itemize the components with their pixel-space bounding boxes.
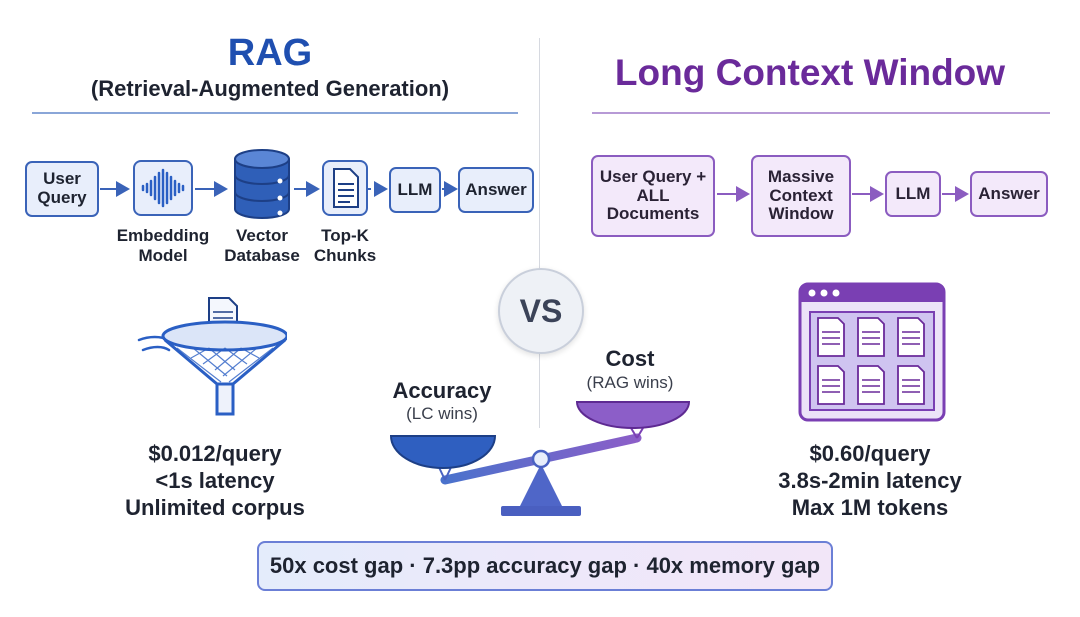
lc-context-label: Massive Context Window (767, 166, 835, 224)
cost-note: (RAG wins) (586, 373, 674, 392)
rag-title-rule (32, 112, 518, 114)
top-k-chunks-caption: Top-K Chunks (313, 226, 377, 265)
lc-answer-box: Answer (970, 171, 1048, 217)
database-icon (232, 147, 292, 221)
lc-title-rule (592, 112, 1050, 114)
rag-stats: $0.012/query <1s latency Unlimited corpu… (100, 441, 330, 521)
lc-tokens-stat: Max 1M tokens (791, 494, 949, 520)
rag-latency-stat: <1s latency (155, 467, 275, 493)
waveform-icon (133, 160, 193, 216)
document-icon (322, 160, 368, 216)
cost-label: Cost (605, 346, 655, 371)
accuracy-note: (LC wins) (406, 404, 478, 423)
rag-title: RAG (227, 32, 313, 74)
lc-flow-arrows (717, 186, 969, 202)
lc-user-query-box: User Query + ALL Documents (591, 155, 715, 237)
rag-subtitle: (Retrieval-Augmented Generation) (90, 76, 450, 101)
rag-answer-box: Answer (458, 167, 534, 213)
summary-text: 50x cost gap · 7.3pp accuracy gap · 40x … (269, 553, 821, 578)
lc-latency-stat: 3.8s-2min latency (778, 467, 962, 493)
lc-llm-box: LLM (885, 171, 941, 217)
summary-banner: 50x cost gap · 7.3pp accuracy gap · 40x … (257, 541, 833, 591)
lc-user-query-label: User Query + ALL Documents (599, 166, 707, 224)
lc-llm-label: LLM (895, 183, 931, 203)
lc-answer-label: Answer (978, 183, 1040, 203)
center-divider (539, 38, 540, 428)
rag-cost-stat: $0.012/query (148, 441, 282, 466)
funnel-icon (135, 292, 289, 424)
rag-corpus-stat: Unlimited corpus (125, 494, 305, 520)
rag-flow-arrows (100, 181, 458, 197)
lc-cost-stat: $0.60/query (809, 441, 931, 466)
lc-stats: $0.60/query 3.8s-2min latency Max 1M tok… (752, 441, 988, 521)
rag-user-query-label: User Query (37, 169, 87, 207)
accuracy-label: Accuracy (392, 378, 492, 403)
rag-llm-label: LLM (397, 179, 433, 199)
rag-llm-box: LLM (389, 167, 441, 213)
embedding-model-caption: Embedding Model (116, 226, 210, 265)
long-context-title: Long Context Window (614, 52, 1006, 93)
vs-badge: VS (498, 268, 584, 354)
rag-user-query-box: User Query (25, 161, 99, 217)
balance-scale-icon (385, 398, 697, 520)
lc-context-box: Massive Context Window (751, 155, 851, 237)
vector-database-caption: Vector Database (224, 226, 300, 265)
rag-answer-label: Answer (465, 179, 527, 199)
browser-window-icon (798, 282, 946, 422)
